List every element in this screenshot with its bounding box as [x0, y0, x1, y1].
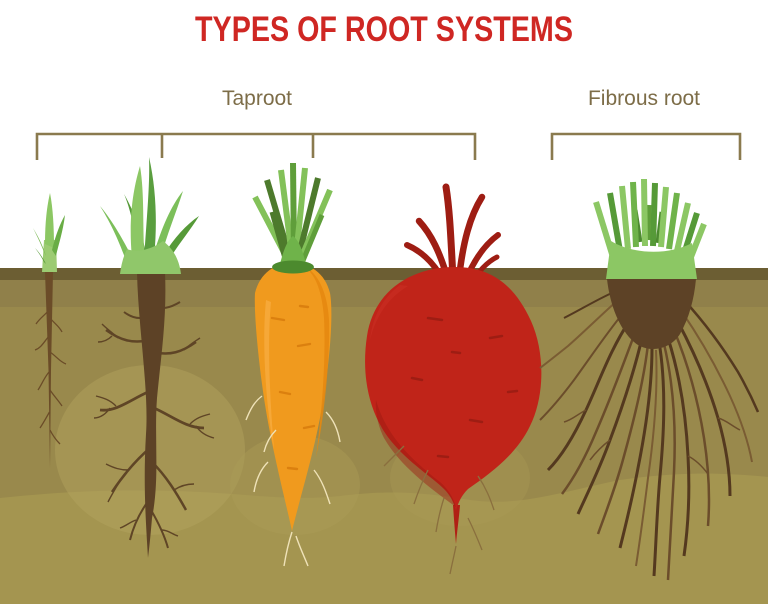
carrot-illustration [245, 162, 341, 567]
grass-leaves [100, 157, 199, 274]
soil-surface-line [0, 268, 768, 280]
carrot-body [254, 263, 332, 531]
fibrous-root-mass [607, 279, 696, 349]
seedling-leaves [33, 193, 65, 264]
carrot-shadow-edge [306, 268, 330, 458]
label-fibrous-root: Fibrous root [587, 87, 701, 110]
beet-highlight [370, 285, 408, 340]
carrot-top-cap [272, 260, 314, 274]
page-title: TYPES OF ROOT SYSTEMS [195, 10, 573, 49]
taproot-bracket-line [35, 132, 477, 160]
beet-hair-roots [383, 445, 495, 575]
bracket-fibrous [550, 132, 742, 160]
beet-tail-root [453, 505, 460, 544]
fibrous-root-strands [539, 291, 760, 581]
grass-plant-taproot-illustration [93, 157, 215, 558]
soil-band-lower [0, 473, 768, 604]
taproot-bracket-ticks [160, 134, 315, 158]
carrot-stem-neck [279, 236, 307, 268]
grass-clump-fibrous-root-illustration [539, 178, 760, 581]
seedling-taproot-illustration [33, 193, 67, 468]
fibrous-grass-blades [593, 178, 707, 259]
carrot-highlight [264, 300, 274, 450]
carrot-hair-roots [245, 395, 341, 567]
fibrous-grass-base [606, 241, 697, 279]
taproot-main-root [137, 272, 166, 558]
seedling-rootlets [34, 309, 67, 445]
fibrous-bracket-line [550, 132, 742, 160]
beet-body [365, 267, 542, 511]
beet-illustration [365, 183, 542, 575]
beet-shading [375, 400, 456, 507]
beet-skin-marks [410, 316, 519, 459]
label-taproot: Taproot [221, 87, 293, 110]
carrot-skin-marks [270, 304, 316, 471]
bracket-taproot [35, 132, 477, 160]
seedling-root [45, 272, 53, 468]
